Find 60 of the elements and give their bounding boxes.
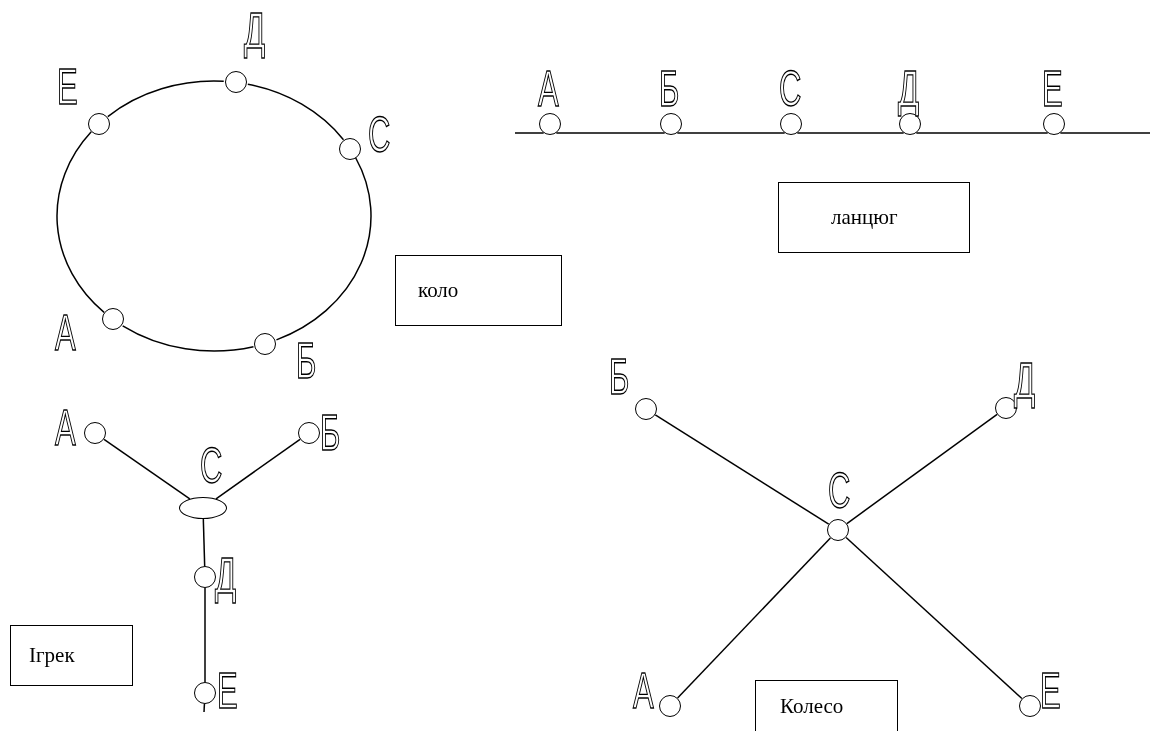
- node-letter: Е: [1042, 64, 1063, 114]
- connection-line: [845, 536, 1023, 700]
- node-circle: [1043, 113, 1065, 135]
- connection-line: [654, 414, 830, 525]
- node-letter: Б: [609, 352, 630, 402]
- node-letter: А: [633, 666, 654, 716]
- node-circle: [84, 422, 106, 444]
- box-label: Колесо: [780, 693, 844, 719]
- node-letter: А: [55, 308, 76, 358]
- node-circle: [1019, 695, 1041, 717]
- connection-line: [1059, 132, 1151, 134]
- connection-line: [796, 132, 905, 134]
- node-letter: С: [828, 466, 851, 516]
- node-letter: С: [200, 441, 223, 491]
- node-letter: С: [779, 64, 802, 114]
- connection-line: [676, 132, 786, 134]
- node-letter: Б: [659, 64, 680, 114]
- node-circle: [102, 308, 125, 331]
- node-letter: Е: [217, 666, 238, 716]
- node-circle: [224, 71, 247, 94]
- connection-line: [202, 518, 206, 567]
- node-circle: [194, 566, 216, 588]
- connection-line: [915, 132, 1049, 134]
- connection-line: [514, 132, 545, 134]
- ring-arc: [275, 157, 372, 341]
- node-circle: [660, 113, 682, 135]
- connection-line: [555, 132, 666, 134]
- connection-line: [203, 703, 206, 713]
- node-circle: [635, 398, 657, 420]
- ring-arc: [247, 83, 345, 141]
- node-letter: Е: [57, 62, 78, 112]
- node-letter: А: [538, 64, 559, 114]
- label-box: [755, 680, 898, 731]
- node-circle: [298, 422, 320, 444]
- ring-arc: [121, 325, 255, 352]
- connection-line: [676, 537, 832, 699]
- node-circle: [780, 113, 802, 135]
- connection-line: [846, 413, 998, 525]
- node-circle: [539, 113, 561, 135]
- label-box: [10, 625, 133, 686]
- node-circle: [88, 112, 111, 135]
- label-box: [395, 255, 562, 326]
- node-letter: Е: [1040, 666, 1061, 716]
- hub-ellipse: [179, 497, 227, 519]
- label-box: [778, 182, 970, 253]
- node-letter: С: [368, 110, 391, 160]
- node-circle: [338, 137, 361, 160]
- node-letter: Б: [320, 408, 341, 458]
- connection-line: [204, 587, 206, 683]
- node-circle: [254, 332, 277, 355]
- box-label: Ігрек: [29, 643, 75, 668]
- box-label: ланцюг: [831, 205, 898, 230]
- node-letter: Б: [296, 336, 317, 386]
- node-circle: [194, 682, 216, 704]
- ring-arc: [56, 131, 105, 314]
- node-circle: [659, 695, 681, 717]
- node-circle: [827, 519, 849, 541]
- ring-arc: [107, 80, 225, 118]
- node-letter: А: [55, 403, 76, 453]
- box-label: коло: [418, 278, 459, 303]
